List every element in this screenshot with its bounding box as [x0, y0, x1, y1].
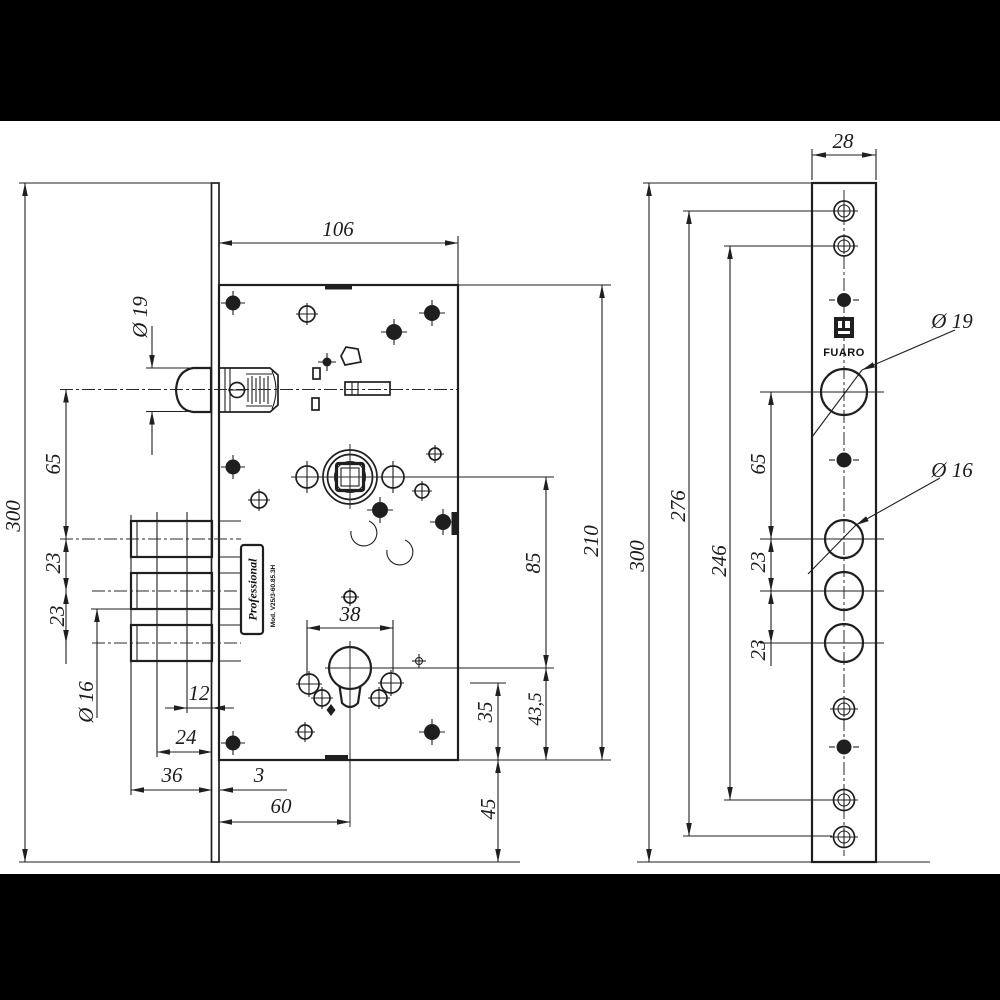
bolt-holes: Ø 16 — [760, 458, 973, 664]
edge-tab — [451, 512, 458, 535]
dim-backset: 60 — [271, 794, 293, 818]
internal-parts — [311, 346, 414, 716]
dim-body-to-plate-end: 45 — [476, 799, 500, 820]
dim-throw-24: 24 — [176, 725, 198, 749]
latch-hole: Ø 19 — [760, 309, 973, 438]
cylinder-hole — [325, 641, 375, 827]
dim-body-height: 210 — [579, 525, 603, 557]
dim-latch-dia: Ø 19 — [128, 296, 152, 339]
dim-cyl-to-bottom-a: 35 — [473, 702, 497, 724]
dim-bolt-gap-a: 23 — [41, 553, 65, 574]
dim-bolt-hole-dia: Ø 16 — [930, 458, 973, 482]
cam-part — [340, 346, 363, 366]
dim-plate-width: 28 — [833, 129, 855, 153]
latch-mechanism — [218, 367, 279, 413]
bottom-tab — [325, 755, 348, 760]
lock-body-outline — [217, 283, 460, 762]
rivets — [221, 291, 456, 755]
dim-fp-bolt-gap-a: 23 — [746, 552, 770, 573]
dim-screw-span-outer: 276 — [666, 490, 690, 522]
fuaro-logo: FUARO — [823, 317, 865, 359]
side-view-dimensions: 106 300 Ø 19 65 23 23 Ø 16 — [1, 182, 611, 863]
small-holes — [248, 303, 444, 742]
dim-centers: 85 — [521, 553, 545, 574]
dim-bolt-gap-b: 23 — [45, 606, 69, 627]
dim-fp-height: 300 — [625, 540, 649, 573]
dim-latch-to-bolt: 65 — [41, 454, 65, 475]
front-view-dimensions: 28 300 276 246 65 23 23 — [625, 129, 930, 863]
dim-bolt-dia: Ø 16 — [74, 681, 98, 724]
dim-body-depth: 106 — [322, 217, 354, 241]
body-label: Professional Mod. V25/3-60.85.3H — [239, 543, 277, 636]
model-label: Mod. V25/3-60.85.3H — [270, 564, 277, 627]
dim-screw-span-inner: 246 — [707, 545, 731, 577]
faceplate-screws — [830, 200, 858, 849]
spring-clip-2 — [386, 539, 414, 566]
dim-throw-12: 12 — [189, 681, 211, 705]
dim-latch-hole-dia: Ø 19 — [930, 309, 973, 333]
dim-plate-thickness: 3 — [253, 763, 265, 787]
dim-fp-latch-to-bolt: 65 — [746, 454, 770, 475]
diamond-mark — [326, 704, 336, 716]
professional-label: Professional — [246, 558, 260, 621]
spindle-hub — [291, 444, 409, 509]
dim-cyl-to-bottom-b: 43,5 — [525, 692, 546, 725]
latch-spring — [246, 370, 277, 410]
side-view: Professional Mod. V25/3-60.85.3H 106 300… — [1, 182, 611, 863]
fuaro-logo-mark — [834, 317, 854, 338]
top-tab — [325, 285, 352, 290]
dim-plate-height: 300 — [1, 500, 25, 533]
dim-cyl-screw-span: 38 — [339, 602, 362, 626]
dim-throw-36: 36 — [161, 763, 184, 787]
slide-part — [344, 381, 391, 396]
fuaro-logo-text: FUARO — [823, 347, 865, 359]
letterbox-top — [0, 0, 1000, 121]
front-view: FUARO Ø 19 Ø 16 — [625, 129, 973, 864]
handle-screw-hole-left — [291, 461, 323, 493]
dim-fp-bolt-gap-b: 23 — [746, 640, 770, 661]
letterbox-bottom — [0, 874, 1000, 1000]
faceplate-rivets — [829, 293, 859, 755]
spring-clip-1 — [350, 520, 378, 547]
